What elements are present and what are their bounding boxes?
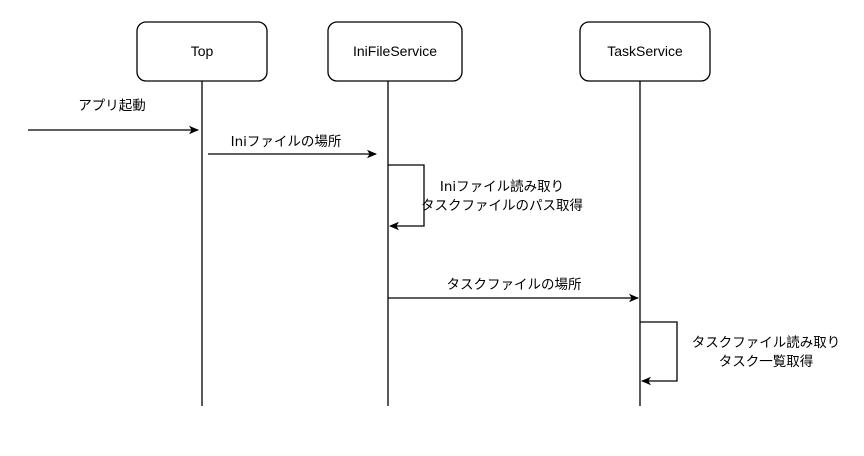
participant-task-service[interactable]: TaskService bbox=[579, 21, 711, 82]
participant-ini-file-service-label: IniFileService bbox=[353, 43, 437, 59]
message-ini-read-label-line1: Iniファイル読み取り bbox=[440, 179, 564, 195]
message-ini-location[interactable]: Iniファイルの場所 bbox=[208, 134, 377, 159]
participant-task-service-label: TaskService bbox=[607, 43, 683, 59]
message-task-location-label: タスクファイルの場所 bbox=[447, 277, 582, 293]
message-task-read-label-line1: タスクファイル読み取り bbox=[692, 335, 841, 351]
message-task-read-self-arrow bbox=[640, 321, 678, 386]
participant-top-box bbox=[136, 21, 268, 82]
participant-top-label: Top bbox=[191, 43, 214, 59]
message-task-location[interactable]: タスクファイルの場所 bbox=[388, 277, 639, 303]
participant-top[interactable]: Top bbox=[136, 21, 268, 82]
participant-task-service-box bbox=[579, 21, 711, 82]
message-ini-read-label-line2: タスクファイルのパス取得 bbox=[421, 197, 583, 214]
message-app-start-label: アプリ起動 bbox=[78, 98, 146, 114]
message-ini-read-self[interactable]: Iniファイル読み取り タスクファイルのパス取得 bbox=[388, 164, 583, 231]
participant-ini-file-service-box bbox=[327, 21, 463, 82]
message-task-read-self[interactable]: タスクファイル読み取り タスク一覧取得 bbox=[640, 321, 841, 386]
message-ini-read-self-arrow bbox=[388, 164, 425, 231]
participant-ini-file-service[interactable]: IniFileService bbox=[327, 21, 463, 82]
message-task-read-label-line2: タスク一覧取得 bbox=[719, 353, 814, 370]
message-app-start[interactable]: アプリ起動 bbox=[28, 98, 199, 135]
message-ini-location-label: Iniファイルの場所 bbox=[231, 134, 342, 150]
